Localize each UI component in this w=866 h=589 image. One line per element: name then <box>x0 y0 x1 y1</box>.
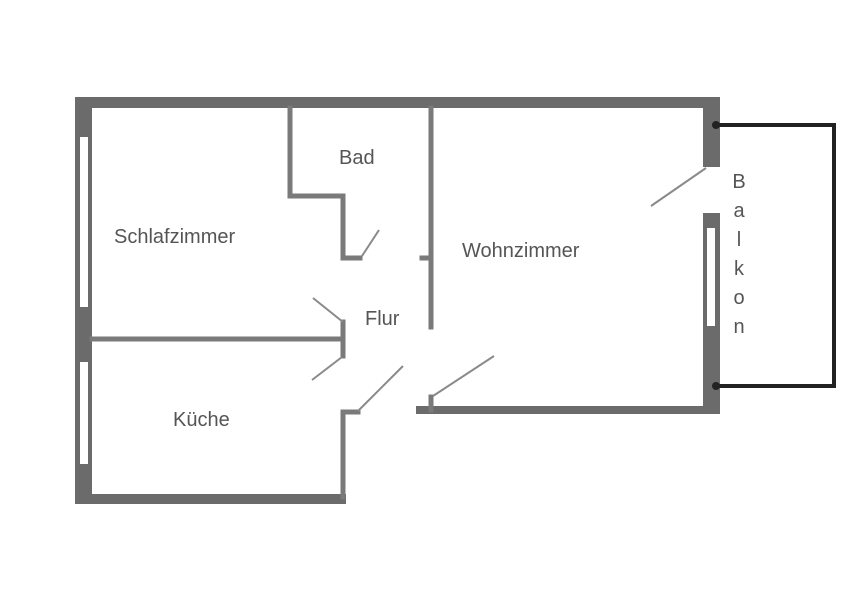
balkon-rail-ends <box>712 121 720 390</box>
balkon-rail <box>713 123 836 388</box>
wall-right-lower <box>703 338 720 414</box>
door-eingang <box>357 365 404 412</box>
interior-walls <box>89 105 434 500</box>
label-kueche: Küche <box>173 409 230 431</box>
label-flur: Flur <box>365 308 400 330</box>
door-kueche <box>311 356 343 381</box>
wall-bottom-wohnzimmer <box>416 406 720 414</box>
door-bad <box>361 229 380 257</box>
balkon-letter: n <box>733 316 744 338</box>
wall-bottom-kueche <box>75 494 346 504</box>
outer-walls <box>75 97 720 504</box>
balkon-letter: B <box>732 171 745 193</box>
label-wohnzimmer: Wohnzimmer <box>462 240 580 262</box>
door-schlafzimmer <box>312 297 344 323</box>
wall-right-upper <box>703 97 720 167</box>
wall-top <box>75 97 720 108</box>
balkon-letter: k <box>734 258 745 280</box>
label-bad: Bad <box>339 147 375 169</box>
balkon-letter: a <box>733 200 745 222</box>
window-wohnzimmer <box>707 228 715 326</box>
balkon-letter: l <box>737 229 741 251</box>
window-kueche <box>80 362 88 464</box>
window-schlafzimmer <box>80 137 88 307</box>
doors <box>311 167 707 412</box>
balkon-rail-end-top <box>712 121 720 129</box>
windows <box>80 137 715 464</box>
balkon-outline <box>713 123 836 388</box>
door-balkon <box>650 167 707 207</box>
balkon-rail-end-bottom <box>712 382 720 390</box>
balkon-letter: o <box>733 287 744 309</box>
label-balkon: B a l k o n <box>732 171 745 338</box>
door-wohnzimmer <box>432 355 495 397</box>
label-schlafzimmer: Schlafzimmer <box>114 226 235 248</box>
